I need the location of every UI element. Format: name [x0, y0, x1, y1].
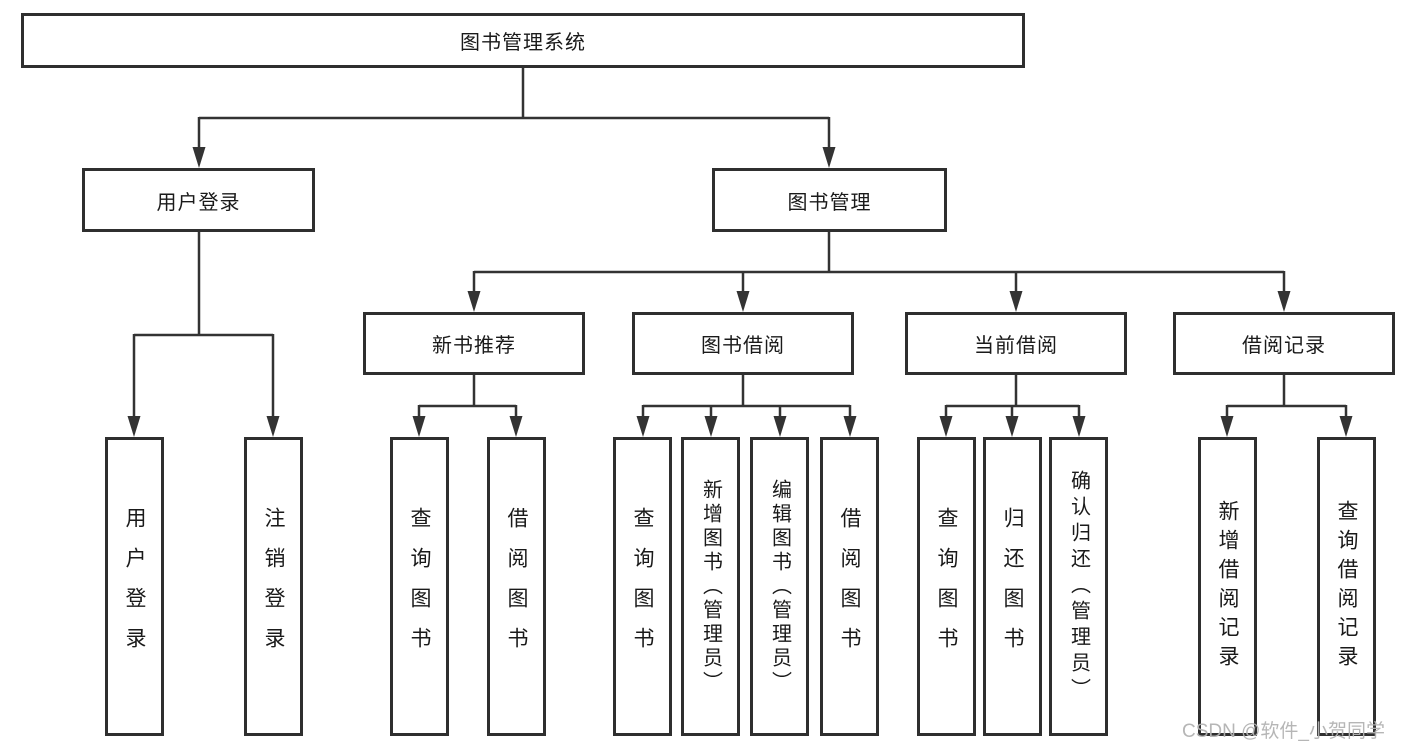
leaf-query-books-borrowing: 查询图书	[613, 437, 672, 736]
leaf-borrow-books-recommend-label: 借阅图书	[505, 506, 528, 667]
node-new-book-recommend: 新书推荐	[363, 312, 585, 375]
leaf-user-login: 用户登录	[105, 437, 164, 736]
node-borrowing-records-label: 借阅记录	[1242, 335, 1326, 357]
leaf-query-borrow-record: 查询借阅记录	[1317, 437, 1376, 736]
leaf-edit-book-admin: 编辑图书（管理员）	[750, 437, 809, 736]
node-system-root: 图书管理系统	[21, 13, 1025, 68]
leaf-confirm-return-admin-label: 确认归还（管理员）	[1067, 469, 1090, 704]
leaf-borrow-books-recommend: 借阅图书	[487, 437, 546, 736]
node-book-borrowing: 图书借阅	[632, 312, 854, 375]
leaf-logout: 注销登录	[244, 437, 303, 736]
node-user-login: 用户登录	[82, 168, 315, 232]
leaf-query-books-borrowing-label: 查询图书	[631, 506, 654, 667]
node-book-management-label: 图书管理	[787, 191, 872, 214]
leaf-add-book-admin: 新增图书（管理员）	[681, 437, 740, 736]
node-system-root-label: 图书管理系统	[460, 32, 586, 54]
node-user-login-label: 用户登录	[156, 191, 241, 214]
csdn-watermark: CSDN @软件_小贺同学	[1182, 721, 1385, 742]
node-current-borrowing-label: 当前借阅	[974, 335, 1058, 357]
leaf-query-books-recommend: 查询图书	[390, 437, 449, 736]
leaf-return-books-label: 归还图书	[1001, 506, 1024, 667]
leaf-add-borrow-record: 新增借阅记录	[1198, 437, 1257, 736]
leaf-user-login-label: 用户登录	[123, 506, 146, 667]
leaf-confirm-return-admin: 确认归还（管理员）	[1049, 437, 1108, 736]
leaf-add-borrow-record-label: 新增借阅记录	[1216, 499, 1239, 674]
leaf-query-books-current-label: 查询图书	[935, 506, 958, 667]
leaf-borrow-books-borrowing: 借阅图书	[820, 437, 879, 736]
leaf-logout-label: 注销登录	[262, 506, 285, 667]
leaf-add-book-admin-label: 新增图书（管理员）	[699, 478, 722, 695]
leaf-edit-book-admin-label: 编辑图书（管理员）	[768, 478, 791, 695]
leaf-return-books: 归还图书	[983, 437, 1042, 736]
node-current-borrowing: 当前借阅	[905, 312, 1127, 375]
leaf-query-books-current: 查询图书	[917, 437, 976, 736]
leaf-query-borrow-record-label: 查询借阅记录	[1335, 499, 1358, 674]
node-book-borrowing-label: 图书借阅	[701, 335, 785, 357]
node-book-management: 图书管理	[712, 168, 947, 232]
node-new-book-recommend-label: 新书推荐	[432, 335, 516, 357]
leaf-borrow-books-borrowing-label: 借阅图书	[838, 506, 861, 667]
leaf-query-books-recommend-label: 查询图书	[408, 506, 431, 667]
node-borrowing-records: 借阅记录	[1173, 312, 1395, 375]
